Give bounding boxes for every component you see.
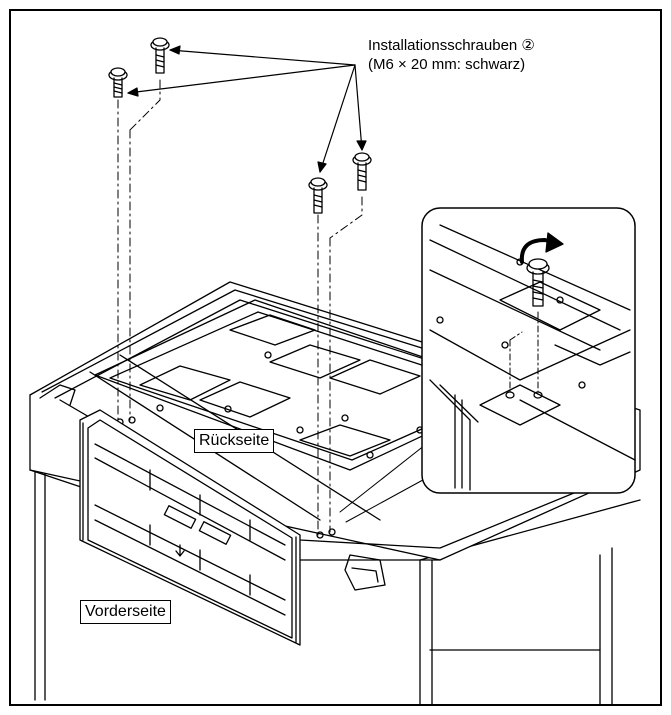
screw-3	[308, 177, 328, 214]
screw-4	[352, 152, 372, 191]
callout-line-1: Installationsschrauben ②	[368, 37, 535, 54]
callout-arrows	[127, 45, 367, 173]
zoom-inset	[339, 207, 636, 523]
rotation-arrow	[519, 238, 554, 264]
screw-1	[108, 67, 128, 98]
screw-guide-lines	[117, 79, 363, 536]
callout-line-2: (M6 × 20 mm: schwarz)	[368, 56, 526, 73]
screw-2	[150, 37, 170, 74]
stand-bracket	[79, 409, 301, 646]
label-back-side: Rückseite	[194, 429, 275, 453]
label-front-side: Vorderseite	[80, 600, 171, 624]
screw-callout: Installationsschrauben ② (M6 × 20 mm: sc…	[368, 36, 535, 74]
inset-screw	[526, 258, 550, 307]
